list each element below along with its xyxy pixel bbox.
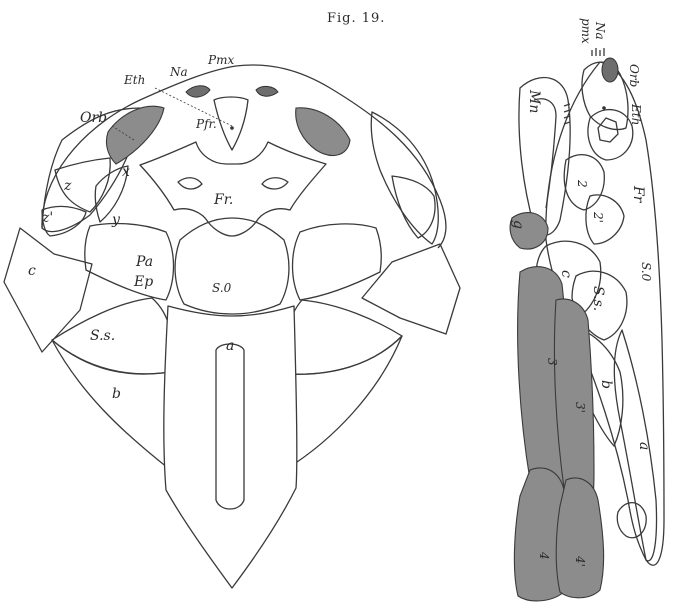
label-eth-left: Eth xyxy=(123,73,145,87)
limb-right-distal xyxy=(556,478,603,598)
figure-caption: Fig. 19. xyxy=(327,11,385,26)
parietal-right xyxy=(293,224,382,300)
label-na-right: Na xyxy=(593,21,607,40)
label-orb-left: Orb xyxy=(80,110,107,126)
label-pa: Pa xyxy=(135,254,153,270)
label-mn: Mn xyxy=(526,89,542,113)
label-ss-right: S.s. xyxy=(590,286,606,311)
label-so-right: S.0 xyxy=(639,262,653,282)
label-z: z xyxy=(63,178,72,194)
label-so-left: S.0 xyxy=(212,281,232,295)
label-eth-right: Eth xyxy=(629,103,643,125)
label-fr-right: Fr xyxy=(630,185,646,204)
snout-teeth xyxy=(592,48,604,56)
label-x: x xyxy=(122,164,130,180)
label-c-left: c xyxy=(28,263,36,279)
label-3: 3 xyxy=(545,358,559,366)
label-pfr: Pfr. xyxy=(195,117,217,131)
plate-g xyxy=(510,213,548,249)
label-a-left: a xyxy=(226,338,234,354)
frontal-branch-right xyxy=(262,178,288,189)
label-ep: Ep xyxy=(133,274,153,290)
label-g: g xyxy=(510,220,526,229)
label-pmx-left: Pmx xyxy=(207,53,234,67)
label-z-prime: z' xyxy=(41,210,53,226)
label-c-right: c xyxy=(558,270,574,278)
label-pmx-right: pmx xyxy=(579,18,593,44)
plate-b-right xyxy=(288,336,402,468)
plate-c-left xyxy=(4,228,92,352)
label-3-prime: 3' xyxy=(573,402,587,413)
right-nasal-opening xyxy=(256,86,278,96)
ethmoid-dot xyxy=(230,126,234,130)
label-4: 4 xyxy=(537,551,551,560)
left-orbit xyxy=(106,106,164,164)
label-na-left: Na xyxy=(169,65,188,79)
left-nasal-opening xyxy=(186,86,210,97)
right-orbit xyxy=(296,108,350,156)
dorsal-view xyxy=(4,65,460,588)
label-y: y xyxy=(111,212,121,228)
label-ss-left: S.s. xyxy=(90,328,115,344)
orb-dot xyxy=(602,106,606,110)
ethmoid xyxy=(214,97,248,150)
lateral-view xyxy=(510,48,664,601)
label-4-prime: 4' xyxy=(573,555,587,567)
lateral-orbit xyxy=(588,110,633,160)
label-fr-left: Fr. xyxy=(213,192,233,208)
plate-c-right xyxy=(362,244,460,334)
label-2: 2 xyxy=(575,179,589,188)
label-orb-right: Orb xyxy=(627,64,641,87)
frontal-bone xyxy=(140,142,326,236)
suprascapular-right xyxy=(286,300,402,374)
label-a-right: a xyxy=(636,442,652,450)
nasal-opening-lateral xyxy=(602,58,618,82)
mandible-inner xyxy=(534,99,556,208)
plate-b-left xyxy=(52,340,170,468)
frontal-branch-left xyxy=(178,178,202,189)
label-b-right: b xyxy=(598,380,614,389)
label-b-left: b xyxy=(112,386,121,402)
supraoccipital xyxy=(175,218,289,314)
parietal-left xyxy=(85,224,174,300)
label-2-prime: 2' xyxy=(591,211,605,223)
